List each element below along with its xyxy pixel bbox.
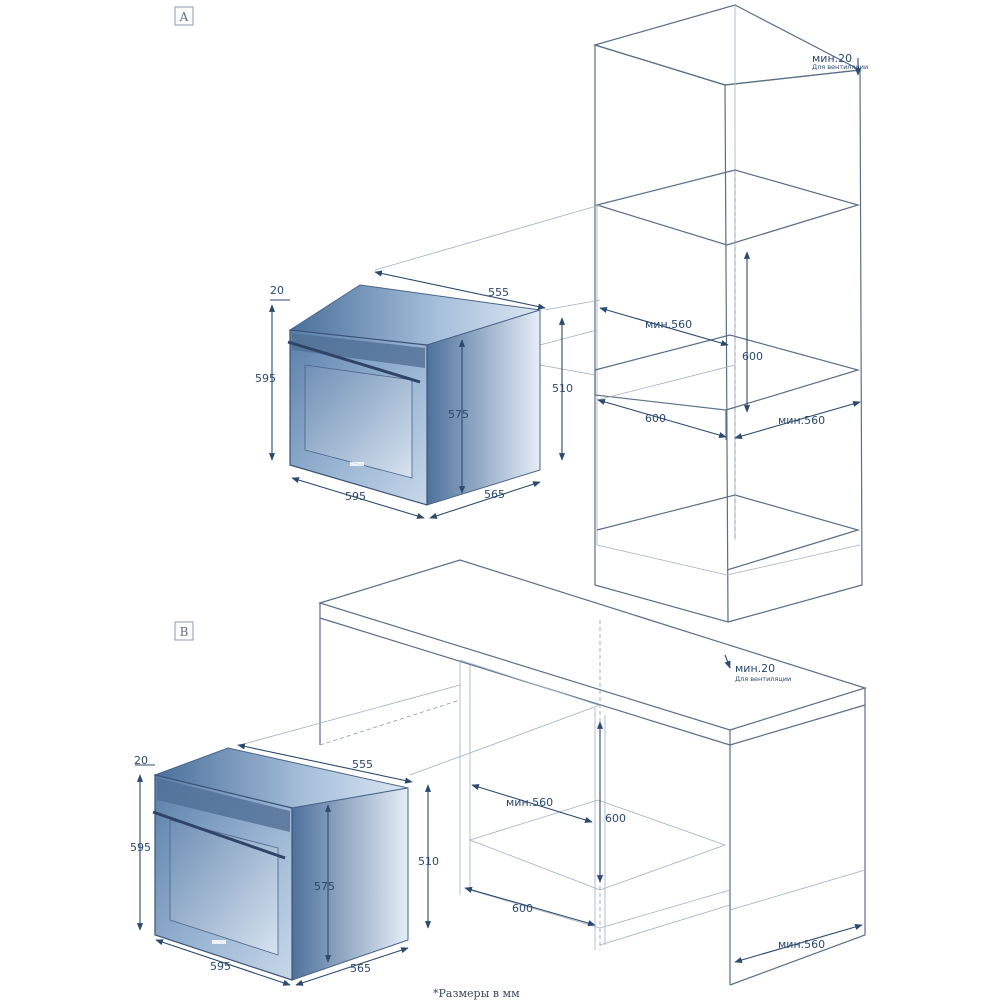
oven-a <box>287 284 541 506</box>
dim-a-575: 575 <box>448 408 469 421</box>
oven-b-logo <box>212 940 226 944</box>
cabinet-a-dimensions: мин.20 Для вентиляции мин.560 600 600 ми… <box>597 52 868 440</box>
oven-a-side <box>426 309 541 506</box>
dim-b-565: 565 <box>350 962 371 975</box>
dim-b-20: 20 <box>134 754 148 767</box>
dim-a-600-height: 600 <box>742 350 763 363</box>
dim-b-595-width: 595 <box>210 960 231 973</box>
panel-b: B <box>130 559 868 986</box>
dim-b-vent-note: Для вентиляции <box>735 675 791 683</box>
dim-b-min20: мин.20 <box>735 662 775 675</box>
footnote: *Размеры в мм <box>433 987 520 1000</box>
oven-b-control-strip <box>157 778 290 832</box>
oven-b-dimensions: 20 555 595 575 510 595 565 <box>130 743 439 986</box>
dim-b-555: 555 <box>352 758 373 771</box>
tall-cabinet <box>592 4 863 623</box>
oven-b-side <box>291 787 409 981</box>
guide-lines-b <box>239 684 601 776</box>
dim-b-min560-inner: мин.560 <box>506 796 553 809</box>
dim-a-565: 565 <box>484 488 505 501</box>
dim-a-20: 20 <box>270 284 284 297</box>
dim-b-595-height: 595 <box>130 841 151 854</box>
panel-a-tag-box <box>174 6 194 26</box>
dim-a-min20: мин.20 <box>812 52 852 65</box>
dim-a-595-height: 595 <box>255 372 276 385</box>
dim-b-510: 510 <box>418 855 439 868</box>
oven-a-handle <box>287 340 421 384</box>
dim-a-min560-top: мин.560 <box>645 318 692 331</box>
dim-a-555: 555 <box>488 286 509 299</box>
oven-a-dimensions: 20 555 595 575 510 595 565 <box>255 270 573 519</box>
base-cabinet <box>317 559 868 986</box>
dim-b-min560-right: мин.560 <box>778 938 825 951</box>
dim-a-510: 510 <box>552 382 573 395</box>
dim-a-600-width: 600 <box>645 412 666 425</box>
panel-b-tag: B <box>180 625 189 639</box>
dim-a-595-width: 595 <box>345 490 366 503</box>
dim-b-600-height: 600 <box>605 812 626 825</box>
dim-b-600-width: 600 <box>512 902 533 915</box>
cabinet-b-dimensions: мин.20 Для вентиляции мин.560 600 600 ми… <box>464 654 863 964</box>
panel-a-tag: A <box>179 10 189 24</box>
oven-b <box>152 747 409 981</box>
panel-a: A <box>174 4 868 623</box>
dim-a-vent-note: Для вентиляции <box>812 63 868 71</box>
dim-a-min560-right: мин.560 <box>778 414 825 427</box>
dim-b-575: 575 <box>314 880 335 893</box>
panel-b-tag-box <box>174 621 194 641</box>
oven-b-handle <box>152 810 286 860</box>
oven-a-control-strip <box>292 333 425 368</box>
oven-a-logo <box>350 462 364 466</box>
